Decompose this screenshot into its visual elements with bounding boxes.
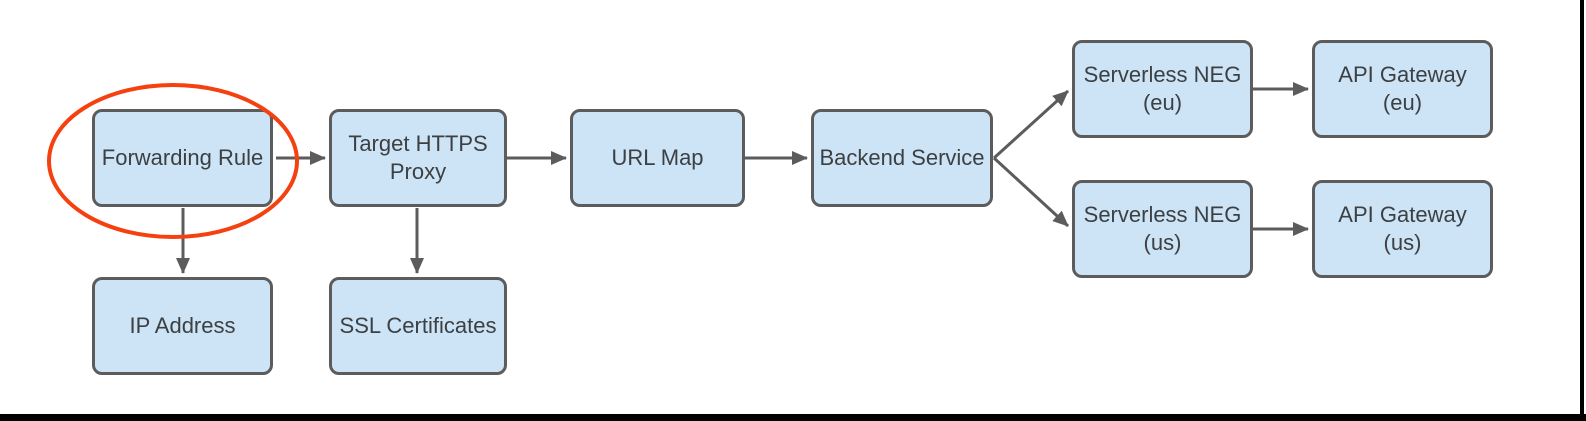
node-label: URL Map xyxy=(611,145,704,170)
node-url-map: URL Map xyxy=(570,109,745,207)
node-serverless-neg-eu: Serverless NEG (eu) xyxy=(1072,40,1253,138)
edge-backend-service-to-serverless-neg-us-arrow xyxy=(992,156,1070,228)
edge-backend-service-to-serverless-neg-eu-arrow xyxy=(992,89,1070,160)
node-label: Serverless NEG (eu) xyxy=(1083,62,1242,115)
window-bottom-border xyxy=(0,414,1586,421)
node-label: Serverless NEG (us) xyxy=(1083,202,1242,255)
node-label: Forwarding Rule xyxy=(101,145,264,170)
node-label: Target HTTPS Proxy xyxy=(348,131,488,184)
node-api-gateway-us: API Gateway (us) xyxy=(1312,180,1493,278)
node-label: Backend Service xyxy=(819,145,985,170)
node-api-gateway-eu: API Gateway (eu) xyxy=(1312,40,1493,138)
node-label: SSL Certificates xyxy=(339,313,497,338)
node-ip-address: IP Address xyxy=(92,277,273,375)
node-ssl-certificates: SSL Certificates xyxy=(329,277,507,375)
node-label: API Gateway (us) xyxy=(1338,202,1467,255)
node-serverless-neg-us: Serverless NEG (us) xyxy=(1072,180,1253,278)
node-label: API Gateway (eu) xyxy=(1338,62,1467,115)
node-label: IP Address xyxy=(129,313,236,338)
window-right-border xyxy=(1580,0,1584,421)
node-backend-service: Backend Service xyxy=(811,109,993,207)
node-target-https-proxy: Target HTTPS Proxy xyxy=(329,109,507,207)
node-forwarding-rule: Forwarding Rule xyxy=(92,109,273,207)
